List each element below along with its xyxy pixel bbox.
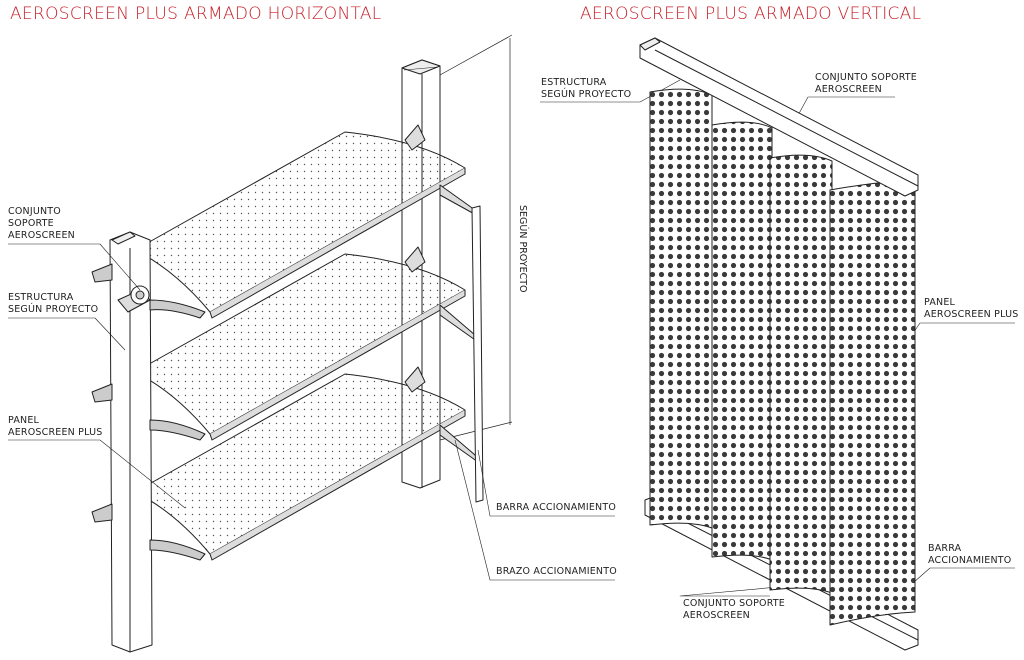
label-support-horizontal: CONJUNTO SOPORTE AEROSCREEN <box>8 206 75 241</box>
label-panel-vertical: PANEL AEROSCREEN PLUS <box>924 297 1019 320</box>
vertical-title: AEROSCREEN PLUS ARMADO VERTICAL <box>580 4 922 24</box>
label-panel-horizontal: PANEL AEROSCREEN PLUS <box>8 415 103 438</box>
vertical-panels <box>649 88 916 626</box>
label-dimension: SEGÚN PROYECTO <box>517 205 528 293</box>
top-beam <box>639 37 919 197</box>
horizontal-title: AEROSCREEN PLUS ARMADO HORIZONTAL <box>10 4 382 24</box>
label-structure-vertical: ESTRUCTURA SEGÚN PROYECTO <box>541 77 632 100</box>
horizontal-panels <box>134 131 466 561</box>
label-structure-horizontal: ESTRUCTURA SEGÚN PROYECTO <box>8 292 99 315</box>
label-bar-vertical: BARRA ACCIONAMIENTO <box>928 543 1012 566</box>
label-support-top-vertical: CONJUNTO SOPORTE AEROSCREEN <box>815 72 918 95</box>
label-support-bottom-vertical: CONJUNTO SOPORTE AEROSCREEN <box>683 598 786 621</box>
actuation-bar <box>471 205 484 503</box>
label-arm-horizontal: BRAZO ACCIONAMIENTO <box>496 566 617 577</box>
label-bar-horizontal: BARRA ACCIONAMIENTO <box>496 502 617 513</box>
support-brackets <box>91 263 206 561</box>
leader-lines <box>8 79 1015 597</box>
